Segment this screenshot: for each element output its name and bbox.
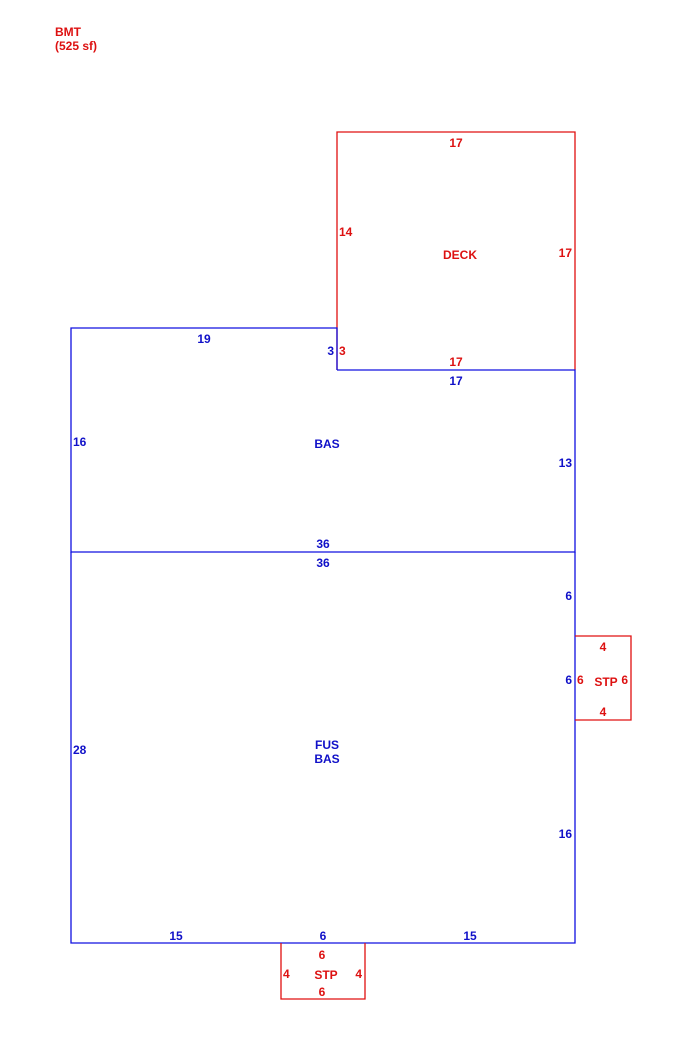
fus-bas-right-lower-dimension: 16 (559, 827, 573, 841)
stp-bottom-left-dimension: 4 (283, 967, 290, 981)
fus-bas-left-dimension: 28 (73, 743, 87, 757)
deck-left-dimension: 14 (339, 225, 353, 239)
stp-bottom-right-dimension: 4 (355, 967, 362, 981)
stp-right-bottom-dimension: 4 (600, 705, 607, 719)
deck-name-label: DECK (443, 248, 477, 262)
deck-outline (336, 131, 576, 370)
fus-bas-top-dimension: 36 (316, 556, 330, 570)
stp-bottom-outline (280, 943, 366, 1000)
bas-step-dimension: 3 (327, 344, 334, 358)
fus-bas-bottom-mid-dimension: 6 (320, 929, 327, 943)
area-size-label: (525 sf) (55, 39, 97, 53)
fus-bas-right-mid-dimension: 6 (565, 673, 572, 687)
deck-bottom-dimension: 17 (449, 355, 463, 369)
fus-bas-right-upper-dimension: 6 (565, 589, 572, 603)
stp-right-outline (575, 635, 632, 721)
fus-bas-outline (70, 552, 576, 944)
bas-right-dimension: 13 (559, 456, 573, 470)
stp-right-right-dimension: 6 (621, 673, 628, 687)
deck-top-dimension: 17 (449, 136, 463, 150)
stp-bottom-name-label: STP (314, 968, 337, 982)
bas-left-dimension: 16 (73, 435, 87, 449)
stp-right-left-dimension: 6 (577, 673, 584, 687)
stp-right-top-dimension: 4 (600, 640, 607, 654)
fus-name-label: FUS (315, 738, 339, 752)
stp-bottom-bottom-dimension: 6 (319, 985, 326, 999)
fus-bas-name-label: BAS (314, 752, 339, 766)
deck-step-dimension: 3 (339, 344, 346, 358)
bas-bottom-dimension: 36 (316, 537, 330, 551)
fus-bas-bottom-right-dimension: 15 (463, 929, 477, 943)
fus-bas-bottom-left-dimension: 15 (169, 929, 183, 943)
bas-name-label: BAS (314, 437, 339, 451)
bas-top-right-dimension: 17 (449, 374, 463, 388)
stp-right-name-label: STP (594, 675, 617, 689)
stp-bottom-top-dimension: 6 (319, 948, 326, 962)
bas-top-dimension: 19 (197, 332, 211, 346)
deck-right-dimension: 17 (559, 246, 573, 260)
area-code-label: BMT (55, 25, 82, 39)
